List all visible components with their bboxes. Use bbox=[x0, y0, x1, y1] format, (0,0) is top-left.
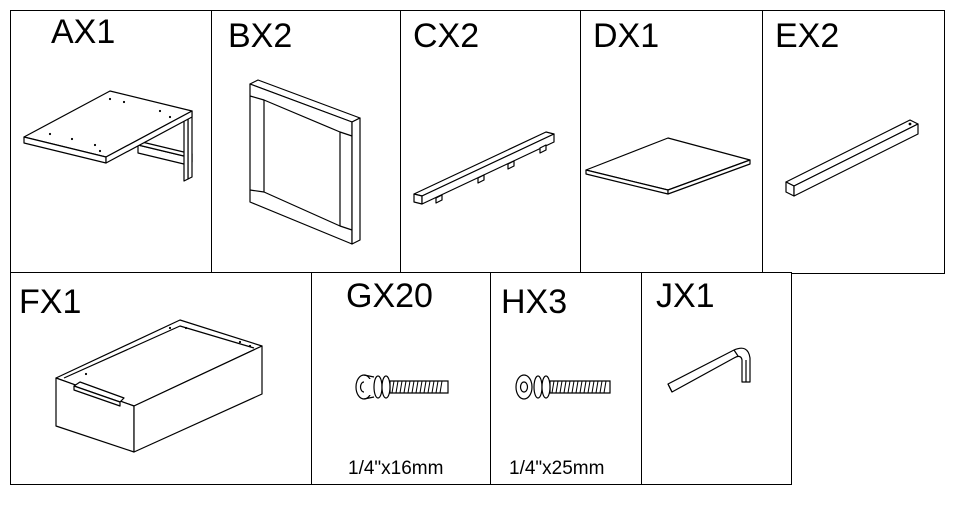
slotted-rail-icon bbox=[412, 124, 558, 210]
drawer-box-icon bbox=[50, 316, 270, 456]
part-cell-c: CX2 bbox=[400, 10, 582, 274]
part-cell-e: EX2 bbox=[762, 10, 945, 274]
part-label-f: FX1 bbox=[19, 283, 82, 321]
allen-key-icon bbox=[664, 346, 758, 398]
desk-top-panel-icon bbox=[20, 85, 200, 185]
part-size-g: 1/4"x16mm bbox=[348, 458, 444, 479]
part-label-h: HX3 bbox=[501, 283, 568, 321]
part-cell-h: HX3 1/4"x25mm bbox=[490, 272, 643, 485]
part-label-j: JX1 bbox=[656, 277, 715, 315]
part-label-b: BX2 bbox=[228, 17, 293, 55]
square-leg-frame-icon bbox=[244, 78, 364, 248]
part-label-a: AX1 bbox=[51, 13, 116, 51]
square-bar-icon bbox=[782, 116, 924, 202]
bolt-with-washer-icon bbox=[354, 372, 450, 402]
part-label-g: GX20 bbox=[346, 277, 433, 315]
part-label-c: CX2 bbox=[413, 17, 480, 55]
part-cell-g: GX20 1/4"x16mm bbox=[311, 272, 492, 485]
part-label-e: EX2 bbox=[775, 17, 840, 55]
long-bolt-with-washer-icon bbox=[514, 372, 612, 402]
part-size-h: 1/4"x25mm bbox=[509, 458, 605, 479]
part-cell-j: JX1 bbox=[641, 272, 792, 485]
part-label-d: DX1 bbox=[593, 17, 660, 55]
flat-shelf-panel-icon bbox=[584, 134, 754, 196]
